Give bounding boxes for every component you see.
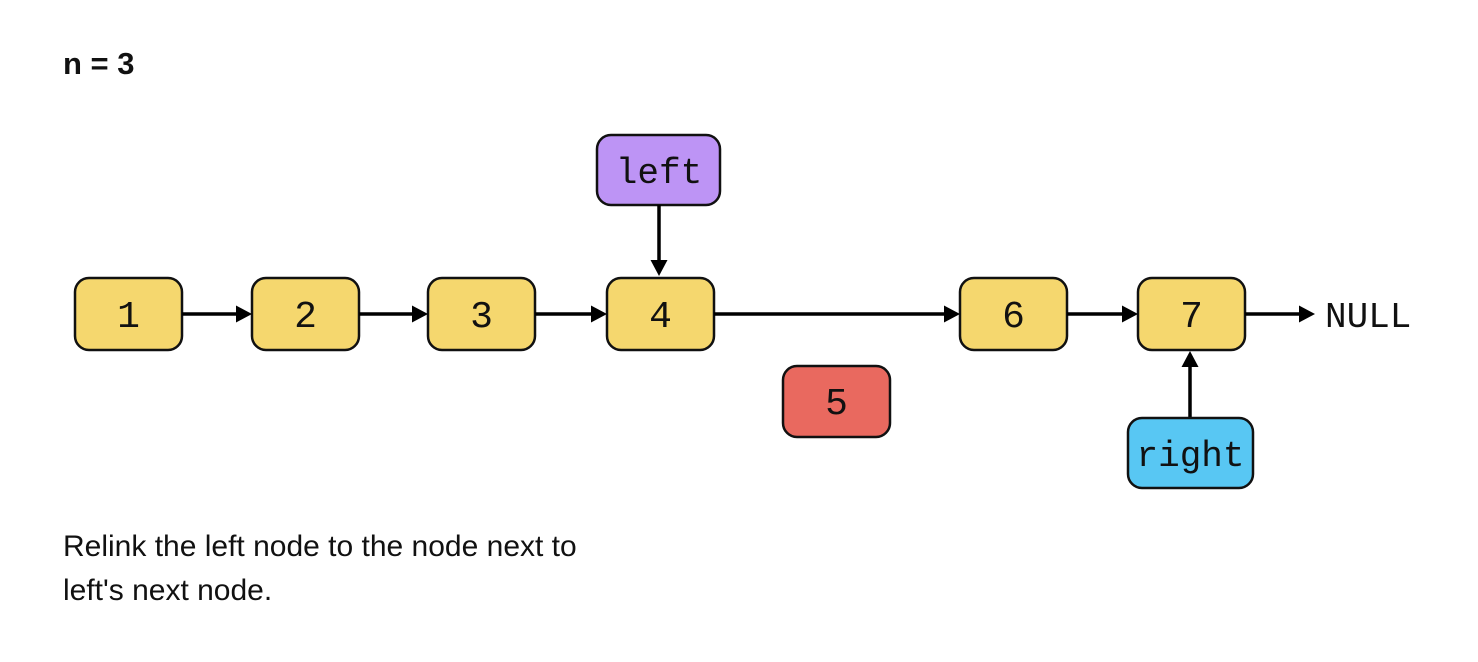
arrow-right-icon	[1299, 305, 1315, 323]
arrow-right-icon	[1122, 305, 1138, 323]
caption-line-2: left's next node.	[63, 574, 272, 607]
caption: Relink the left node to the node next to…	[63, 530, 577, 607]
caption-line-1: Relink the left node to the node next to	[63, 530, 577, 563]
right-pointer-label: right	[1136, 436, 1244, 477]
node-1: 1	[73, 276, 184, 352]
node-5-value: 5	[825, 383, 848, 426]
edge-7-null	[1245, 305, 1315, 323]
node-2-value: 2	[294, 296, 317, 339]
arrow-right-icon	[944, 305, 960, 323]
edge-4-6	[714, 305, 960, 323]
node-6-value: 6	[1002, 296, 1025, 339]
node-3: 3	[426, 276, 537, 352]
node-4: 4	[605, 276, 716, 352]
removed-node-5: 5	[781, 364, 892, 439]
node-7-value: 7	[1180, 296, 1203, 339]
right-pointer-box	[1126, 416, 1255, 490]
left-pointer-label: left	[616, 153, 702, 194]
right-pointer: right	[1126, 351, 1255, 490]
edge-3-4	[535, 305, 607, 323]
node-5-box	[781, 364, 892, 439]
edge-right-to-7	[1181, 351, 1199, 418]
arrow-right-icon	[591, 305, 607, 323]
left-pointer: left	[595, 133, 722, 276]
node-1-value: 1	[117, 296, 140, 339]
edge-left-to-4	[650, 205, 668, 276]
node-2: 2	[250, 276, 361, 352]
edge-6-7	[1067, 305, 1138, 323]
arrow-down-icon	[650, 260, 668, 276]
arrow-right-icon	[412, 305, 428, 323]
arrow-right-icon	[236, 305, 252, 323]
n-value-label: n = 3	[63, 46, 135, 81]
node-4-value: 4	[649, 296, 672, 339]
edge-2-3	[359, 305, 428, 323]
node-7: 7	[1136, 276, 1247, 352]
arrow-up-icon	[1181, 351, 1199, 367]
node-3-value: 3	[470, 296, 493, 339]
null-terminator-label: NULL	[1325, 297, 1411, 338]
edge-1-2	[182, 305, 252, 323]
node-6: 6	[958, 276, 1069, 352]
